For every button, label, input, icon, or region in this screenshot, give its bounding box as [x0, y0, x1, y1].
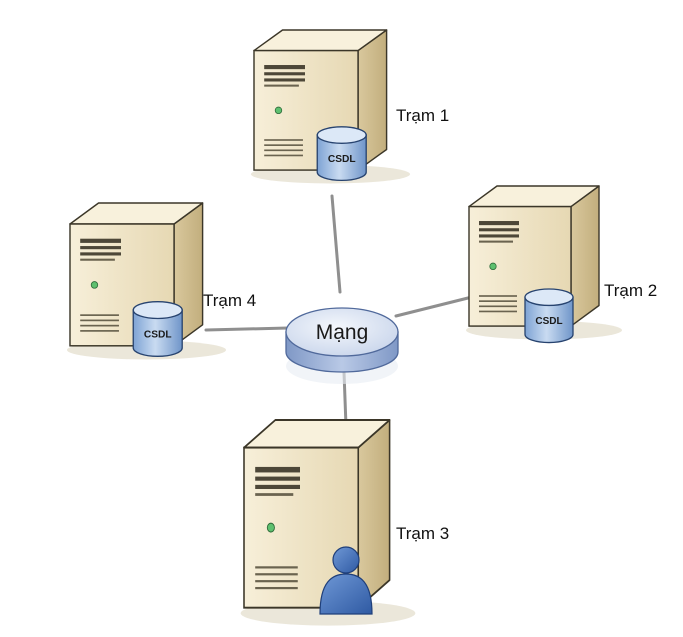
- station-2: CSDL: [465, 185, 623, 344]
- station-4-label: Trạm 4: [203, 291, 256, 310]
- database-icon: CSDL: [316, 126, 367, 182]
- database-icon: CSDL: [132, 301, 183, 357]
- network-label: Mạng: [316, 321, 369, 344]
- station-1: CSDL: [250, 29, 411, 185]
- station-1-label: Trạm 1: [396, 106, 449, 125]
- database-icon: CSDL: [524, 288, 574, 344]
- station-4: CSDL: [66, 202, 227, 361]
- link-station-2: [394, 294, 478, 318]
- user-icon: [319, 546, 373, 615]
- database-label: CSDL: [144, 329, 172, 340]
- database-label: CSDL: [535, 316, 562, 327]
- database-label: CSDL: [328, 154, 356, 165]
- station-2-label: Trạm 2: [604, 281, 657, 300]
- station-3-label: Trạm 3: [396, 524, 449, 543]
- link-station-1: [330, 194, 342, 294]
- network-node: Mạng: [285, 307, 399, 384]
- link-station-4: [204, 326, 290, 332]
